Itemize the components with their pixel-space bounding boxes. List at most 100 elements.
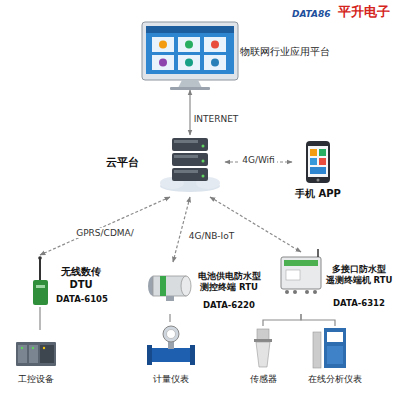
rtu-box-icon-part — [286, 270, 300, 280]
dtu-antenna-icon-part — [36, 285, 45, 288]
phone-icon-part — [319, 149, 326, 156]
brand-name: 平升电子 — [338, 4, 390, 20]
text-holder: 在线分析仪表 — [298, 374, 372, 385]
phone-icon-part — [308, 146, 328, 177]
cloud-server-icon-part — [172, 168, 208, 181]
link-label: 4G/Wifi — [240, 155, 277, 166]
link-label: 4G/NB-IoT — [187, 231, 237, 242]
analyzer-icon-part — [327, 346, 343, 364]
rtu-cylinder-icon-part — [181, 276, 191, 296]
text-holder: 4G/NB-IoT — [187, 224, 237, 243]
text-holder: DATA-6105 — [52, 294, 112, 305]
plc-icon-part — [21, 347, 23, 349]
analyzer-icon-part — [313, 332, 321, 368]
connector — [39, 307, 40, 330]
brand-logo: DATA86 — [292, 9, 331, 20]
text-holder: 计量仪表 — [140, 374, 202, 385]
device-node: 在线分析仪表 — [298, 326, 372, 392]
flowmeter-icon — [147, 326, 195, 365]
rtu-box-icon-part — [305, 290, 309, 294]
text-holder: 物联网行业应用平台 — [240, 46, 332, 59]
monitor-icon-part — [178, 55, 200, 70]
connector — [210, 197, 301, 252]
monitor-icon-part — [204, 55, 226, 70]
monitor-icon-part — [152, 55, 174, 70]
text-holder: 无线数传 DTU — [58, 266, 104, 291]
device-node: 云平台 — [100, 135, 225, 197]
text-holder: 4G/Wifi — [240, 148, 277, 167]
model-number: DATA-6312 — [328, 298, 390, 309]
rtu-box-icon-part — [284, 260, 318, 266]
plc-icon-part — [40, 345, 54, 363]
phone-icon-part — [310, 167, 326, 174]
phone-icon-part — [310, 158, 317, 165]
monitor-icon-part — [170, 87, 210, 90]
rtu-box-icon-part — [313, 290, 317, 294]
device-node: 传感器 — [238, 326, 288, 392]
text-holder: DATA-6312 — [328, 298, 390, 309]
plc-icon — [16, 342, 56, 366]
monitor-icon-part — [211, 59, 219, 67]
rtu-box-icon — [281, 249, 321, 294]
radar-sensor-icon-part — [254, 339, 272, 342]
plc-icon-part — [43, 347, 45, 349]
text-holder: 工控设备 — [8, 374, 64, 385]
device-node: 物联网行业应用平台 — [140, 20, 332, 90]
monitor-icon-part — [146, 26, 234, 74]
node-title: 手机 APP — [292, 188, 344, 201]
text-holder: 传感器 — [238, 374, 288, 385]
plc-icon-part — [32, 347, 34, 349]
flowmeter-icon-part — [190, 345, 195, 365]
text-holder: 手机 APP — [292, 188, 344, 201]
monitor-icon-part — [142, 22, 238, 80]
dtu-antenna-icon — [33, 256, 48, 305]
connector — [169, 314, 170, 322]
plc-icon-part — [16, 342, 56, 366]
flowmeter-icon-part — [163, 326, 179, 342]
phone-icon-part — [310, 149, 317, 156]
connector — [301, 314, 335, 326]
monitor-icon-part — [146, 26, 234, 33]
link-label: INTERNET — [192, 114, 241, 125]
flowmeter-icon-part — [167, 330, 176, 339]
cloud-server-icon-part — [172, 153, 208, 166]
flowmeter-icon-part — [150, 348, 192, 362]
plc-icon-part — [18, 345, 27, 363]
rtu-box-icon-part — [281, 257, 321, 289]
cloud-server-icon-part — [174, 170, 198, 173]
cloud-server-icon-part — [202, 145, 205, 148]
monitor-icon-part — [178, 37, 200, 52]
monitor-icon-part — [185, 59, 193, 67]
text-holder: 平升电子 — [338, 4, 390, 20]
monitor-icon-part — [211, 41, 219, 49]
radar-sensor-icon-part — [257, 329, 269, 340]
text-holder: 电池供电防水型 测控终端 RTU — [194, 271, 264, 292]
text-holder: 多接口防水型 遥测终端机 RTU — [324, 264, 394, 285]
plc-icon-part — [29, 345, 38, 363]
analyzer-icon-part — [327, 332, 343, 342]
phone-icon-part — [319, 158, 326, 165]
connector — [189, 90, 190, 135]
connector — [263, 314, 301, 326]
node-title: 在线分析仪表 — [298, 374, 372, 385]
cloud-server-icon-part — [202, 175, 205, 178]
dtu-antenna-icon-part — [38, 256, 42, 260]
analyzer-icon — [313, 328, 346, 368]
monitor-icon — [142, 22, 238, 90]
link-label: GPRS/CDMA/ — [74, 228, 136, 239]
device-node: 电池供电防水型 测控终端 RTUDATA-6220 — [148, 262, 270, 314]
cloud-server-icon-part — [174, 140, 198, 143]
radar-sensor-icon-part — [256, 342, 270, 367]
monitor-icon-part — [159, 41, 167, 49]
radar-sensor-icon — [254, 329, 272, 367]
device-node: 无线数传 DTU DATA-6105 — [22, 255, 117, 307]
rtu-cylinder-icon-part — [166, 296, 174, 301]
connector — [173, 197, 190, 262]
node-title: 传感器 — [238, 374, 288, 385]
analyzer-icon-part — [324, 328, 346, 368]
monitor-icon-part — [178, 80, 202, 88]
monitor-icon-part — [152, 37, 174, 52]
